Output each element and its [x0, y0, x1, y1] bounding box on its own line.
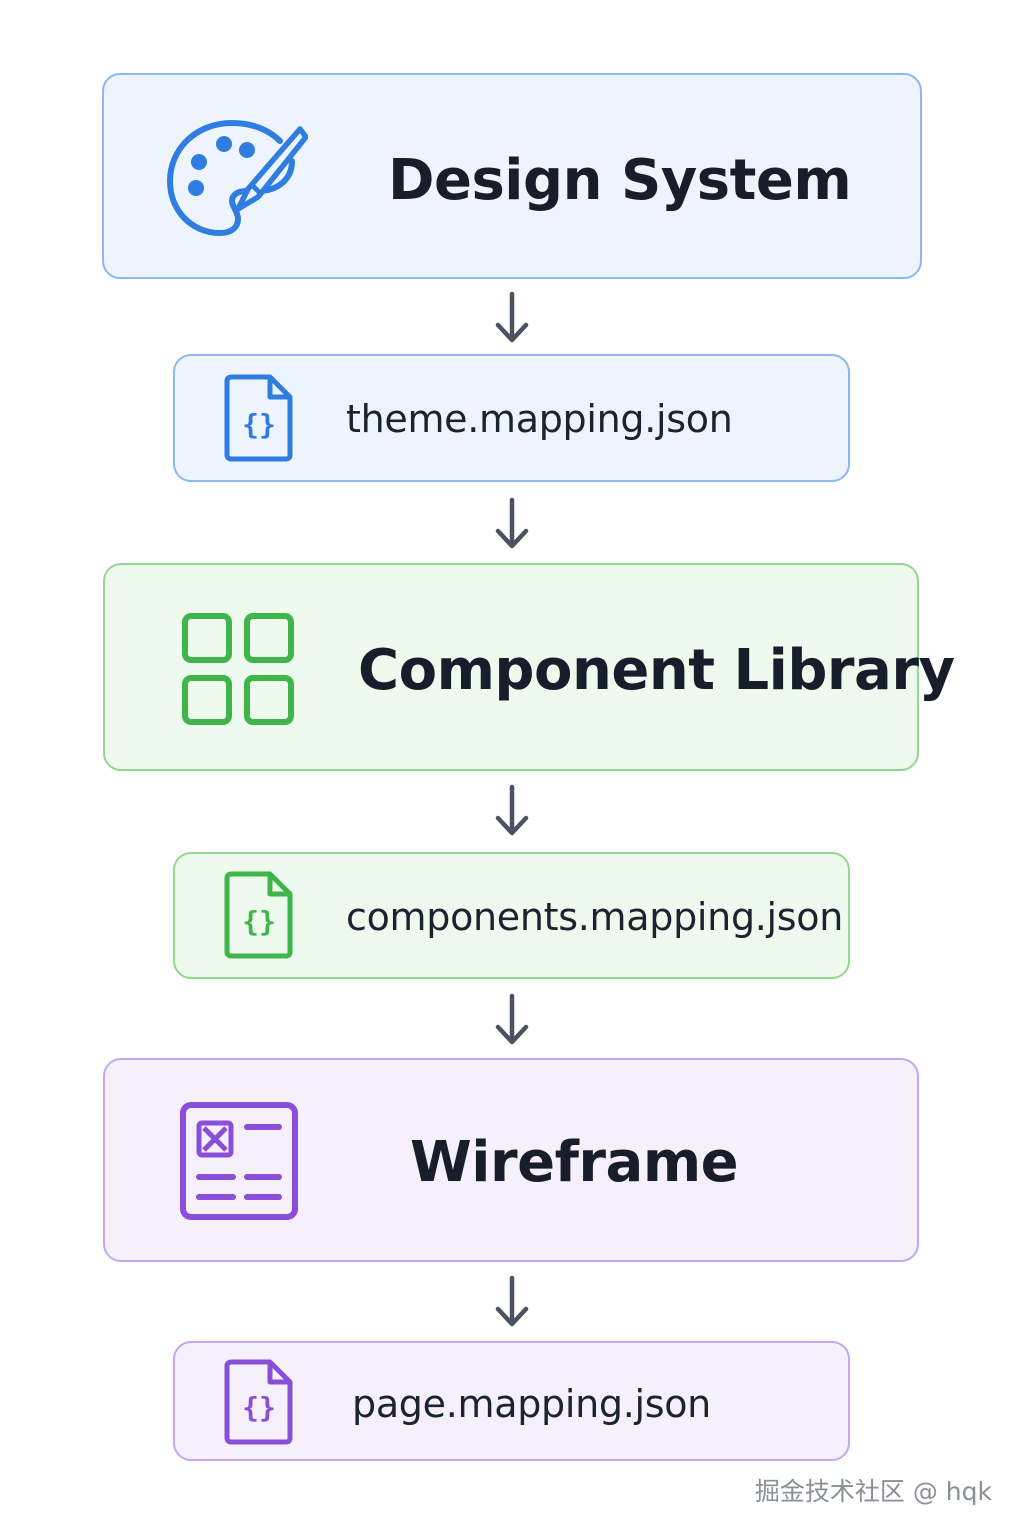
svg-text:{}: {} [242, 1391, 276, 1424]
arrow-down-icon [494, 291, 530, 345]
arrow-down-icon [494, 1275, 530, 1329]
svg-text:{}: {} [242, 408, 276, 441]
watermark: 掘金技术社区 @ hqk [754, 1477, 992, 1506]
wireframe-node [103, 1058, 919, 1262]
theme-mapping-file-label: theme.mapping.json [346, 397, 733, 441]
palette-icon [166, 117, 308, 239]
page-mapping-file-label: page.mapping.json [352, 1382, 711, 1426]
arrow-down-icon [494, 497, 530, 551]
components-mapping-file-label: components.mapping.json [346, 895, 844, 939]
design-system-title: Design System [388, 148, 852, 213]
json-file-icon: {} [222, 374, 294, 462]
wireframe-title: Wireframe [410, 1130, 739, 1195]
component-library-node [103, 563, 919, 771]
component-library-title: Component Library [358, 638, 955, 703]
design-system-node [102, 73, 922, 279]
json-file-icon: {} [222, 1359, 294, 1445]
json-file-icon: {} [222, 871, 294, 959]
arrow-down-icon [494, 993, 530, 1047]
wireframe-icon [179, 1101, 299, 1223]
arrow-down-icon [494, 784, 530, 838]
svg-text:{}: {} [242, 905, 276, 938]
grid-icon [181, 612, 295, 726]
